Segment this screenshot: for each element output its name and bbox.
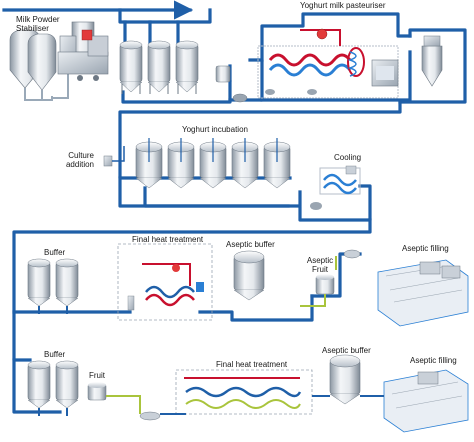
fruit-tank (87, 382, 161, 421)
label-culture-addition: Culture addition (65, 151, 94, 169)
yoghurt-milk-pasteuriser (257, 28, 399, 99)
label-buffer-2: Buffer (44, 350, 66, 359)
final-heat-treatment-2 (160, 369, 313, 415)
label-yoghurt-incubation: Yoghurt incubation (182, 125, 248, 134)
label-aseptic-buffer-1: Aseptic buffer (226, 240, 275, 249)
milk-powder-silos (9, 29, 69, 101)
label-final-heat-treatment-2: Final heat treatment (216, 360, 288, 369)
buffer-tanks-1 (27, 258, 79, 314)
label-aseptic-filling-1: Aseptic filling (402, 244, 449, 253)
final-heat-treatment-1 (117, 243, 213, 321)
main-process-pipes (2, 0, 467, 414)
aseptic-filling-machine-1 (377, 259, 469, 327)
mixing-unit (57, 21, 109, 81)
incubation-tanks (103, 138, 322, 210)
aseptic-filling-machine-2 (360, 369, 469, 433)
aseptic-buffer-1 (233, 250, 265, 301)
label-fruit: Fruit (89, 371, 105, 380)
label-aseptic-fruit: Aseptic Fruit (306, 256, 334, 274)
label-aseptic-filling-2: Aseptic filling (410, 356, 457, 365)
deaerator (421, 35, 443, 87)
storage-tanks-row1 (119, 40, 248, 103)
label-final-heat-treatment-1: Final heat treatment (132, 235, 204, 244)
buffer-tanks-2 (27, 360, 79, 416)
label-buffer-1: Buffer (44, 248, 66, 257)
label-yoghurt-milk-pasteuriser: Yoghurt milk pasteuriser (300, 1, 386, 10)
cooling-unit (319, 165, 361, 195)
label-cooling: Cooling (334, 153, 362, 162)
aseptic-buffer-2 (312, 354, 361, 405)
label-milk-powder-stabiliser: Milk Powder Stabiliser (16, 15, 60, 33)
label-aseptic-buffer-2: Aseptic buffer (322, 346, 371, 355)
aseptic-fruit-tank (300, 249, 361, 307)
